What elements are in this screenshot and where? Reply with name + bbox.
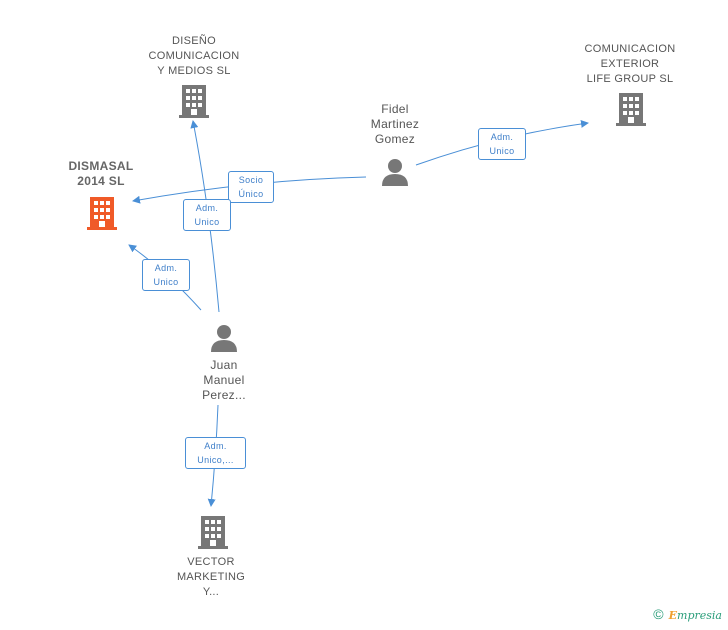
node-label-line: Y... [202, 586, 220, 598]
node-label-line: Perez... [202, 388, 246, 402]
edge-badge-juan-dismasal[interactable]: Adm. Unico [142, 259, 190, 291]
person-icon[interactable] [380, 157, 410, 187]
copyright-symbol: © [653, 606, 664, 622]
node-label-line: LIFE GROUP SL [586, 73, 674, 85]
node-label-line: Juan [210, 358, 238, 372]
edge-badge-line: Unico [489, 146, 515, 156]
edge-badge-line: Adm. [204, 441, 227, 451]
brand-name: mpresia [677, 609, 722, 622]
building-icon[interactable] [198, 515, 228, 550]
node-label-vector[interactable]: VECTOR MARKETING Y... [166, 555, 256, 600]
node-label-line: COMUNICACION [584, 43, 676, 55]
node-label-line: COMUNICACION [148, 50, 240, 62]
node-label-diseno[interactable]: DISEÑO COMUNICACION Y MEDIOS SL [142, 34, 246, 79]
node-label-line: Martinez [370, 117, 420, 131]
edge-badge-line: Unico [194, 217, 220, 227]
edge-badge-line: Unico,... [197, 455, 234, 465]
node-label-line: Y MEDIOS SL [157, 65, 231, 77]
edge-badge-juan-diseno[interactable]: Adm. Unico [183, 199, 231, 231]
edge-badge-line: Unico [153, 277, 179, 287]
edge-badge-fidel-dismasal[interactable]: Socio Único [228, 171, 274, 203]
edge-badge-line: Adm. [195, 203, 219, 213]
node-label-line: EXTERIOR [600, 58, 660, 70]
edge-badge-juan-vector[interactable]: Adm. Unico,... [185, 437, 246, 469]
brand-logo-letter: E [668, 609, 678, 622]
node-label-fidel[interactable]: Fidel Martinez Gomez [350, 102, 440, 147]
edge-badge-line: Único [238, 189, 264, 199]
node-label-line: DISEÑO [172, 35, 216, 47]
edge-badge-line: Adm. [490, 132, 514, 142]
node-label-juan[interactable]: Juan Manuel Perez... [179, 358, 269, 403]
node-label-line: MARKETING [176, 571, 246, 583]
node-label-line: 2014 SL [77, 174, 125, 188]
edge-badge-line: Socio [238, 175, 264, 185]
node-label-line: Fidel [381, 102, 409, 116]
node-label-dismasal[interactable]: DISMASAL 2014 SL [54, 159, 148, 189]
building-icon[interactable] [179, 84, 209, 119]
node-label-comunicacion[interactable]: COMUNICACION EXTERIOR LIFE GROUP SL [578, 42, 682, 87]
edge-badge-fidel-comunicacion[interactable]: Adm. Unico [478, 128, 526, 160]
edge-badge-line: Adm. [154, 263, 178, 273]
person-icon[interactable] [209, 323, 239, 353]
node-label-line: VECTOR [187, 556, 235, 568]
node-label-line: DISMASAL [68, 159, 134, 173]
building-icon[interactable] [616, 92, 646, 127]
node-label-line: Gomez [374, 132, 416, 146]
copyright-notice: © Empresia [653, 606, 722, 622]
building-icon[interactable] [87, 196, 117, 231]
node-label-line: Manuel [203, 373, 245, 387]
